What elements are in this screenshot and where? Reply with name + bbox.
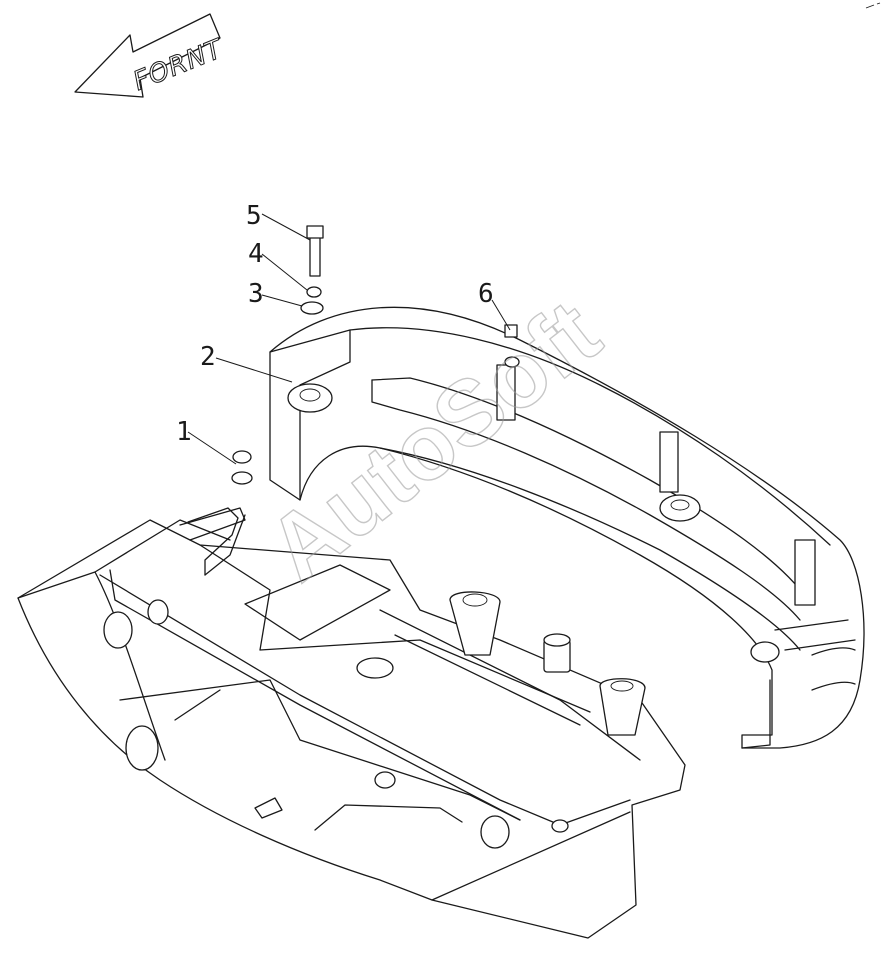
- bolt-head-5: [306, 225, 324, 239]
- callout-numbers: 1 2 3 4 5 6: [176, 201, 494, 447]
- callout-4: 4: [248, 239, 264, 269]
- washer-6: [504, 356, 520, 368]
- counterweight: [269, 306, 865, 749]
- callout-2: 2: [200, 342, 216, 372]
- shim-lower-1: [231, 471, 253, 485]
- leader-lines: [187, 213, 511, 465]
- callout-1: 1: [176, 417, 192, 447]
- callout-3: 3: [248, 279, 264, 309]
- flat-washer-3: [300, 301, 324, 315]
- callout-5: 5: [246, 201, 262, 231]
- upper-frame: [17, 507, 686, 939]
- bolt-6: [504, 324, 518, 338]
- corner-mark: [865, 2, 881, 9]
- callout-6: 6: [478, 279, 494, 309]
- front-direction-arrow: FORNT: [74, 13, 229, 98]
- lock-washer-4: [306, 286, 322, 298]
- fasteners: [231, 225, 520, 485]
- shim-upper-1: [232, 450, 252, 464]
